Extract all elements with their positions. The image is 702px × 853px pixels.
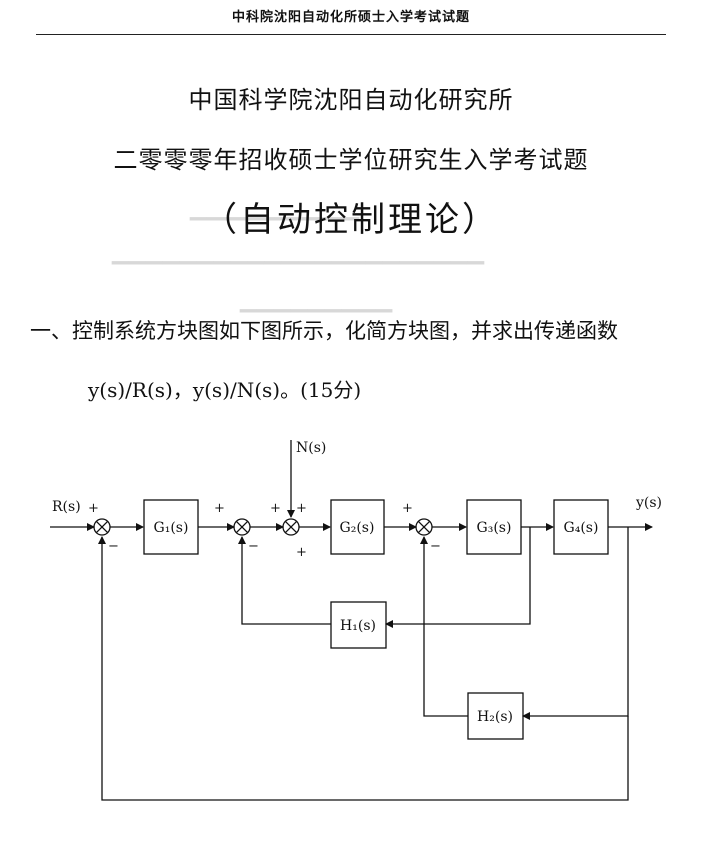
subject-title: （自动控制理论） [203, 200, 499, 240]
output-label: y(s) [635, 495, 662, 511]
sum-junction-3 [282, 518, 300, 536]
block-g4 [553, 499, 609, 555]
block-h1 [330, 601, 387, 649]
h2-label: H₂(s) [477, 709, 513, 725]
sum3-plus-bottom-sign: + [296, 545, 307, 560]
bleed-through-subtitle: ▁▁▁▁▁▁▁▁▁▁▁▁▁▁▁▁▁▁▁▁▁▁ [112, 240, 485, 265]
block-g3 [466, 499, 522, 555]
header-rule [36, 34, 666, 35]
sum3-plus-left-sign: + [270, 501, 281, 516]
exam-title: 二零零零年招收硕士学位研究生入学考试题 [113, 146, 589, 174]
sum1-minus-sign: − [108, 539, 119, 554]
input-label: R(s) [52, 499, 81, 515]
g4-label: G₄(s) [564, 520, 599, 536]
g2-label: G₂(s) [340, 520, 375, 536]
sum1-plus-sign: + [88, 501, 99, 516]
sum-junction-4 [415, 518, 433, 536]
g3-label: G₃(s) [477, 520, 512, 536]
bleed-through-title: ▁▁▁▁▁▁▁▁▁▁ [190, 196, 360, 221]
sum-junction-2 [233, 518, 251, 536]
unity-feedback-line [98, 536, 629, 801]
block-h2 [467, 692, 524, 740]
h2-output-line [420, 536, 468, 717]
bleed-through-heading: ▁▁▁▁▁▁▁▁▁ [240, 288, 393, 313]
sum4-minus-sign: − [430, 539, 441, 554]
h1-output-line [238, 536, 331, 625]
disturbance-label: N(s) [296, 440, 326, 456]
question-formula: y(s)/R(s)，y(s)/N(s)。(15分) [88, 378, 362, 402]
block-g2 [330, 499, 385, 555]
institute-title: 中国科学院沈阳自动化研究所 [188, 86, 514, 114]
sum-junction-1 [93, 518, 111, 536]
page-header: 中科院沈阳自动化所硕士入学考试试题 [231, 10, 470, 25]
question-text: 一、控制系统方块图如下图所示，化简方块图，并求出传递函数 [30, 319, 618, 343]
h1-input-line [385, 527, 531, 628]
h1-label: H₁(s) [340, 618, 376, 634]
block-g1 [143, 499, 199, 555]
sum2-plus-sign: + [214, 501, 225, 516]
g1-label: G₁(s) [154, 520, 189, 536]
h2-input-line [522, 527, 629, 720]
sum2-minus-sign: − [248, 539, 259, 554]
sum3-plus-top-sign: + [296, 501, 307, 516]
sum4-plus-sign: + [402, 501, 413, 516]
